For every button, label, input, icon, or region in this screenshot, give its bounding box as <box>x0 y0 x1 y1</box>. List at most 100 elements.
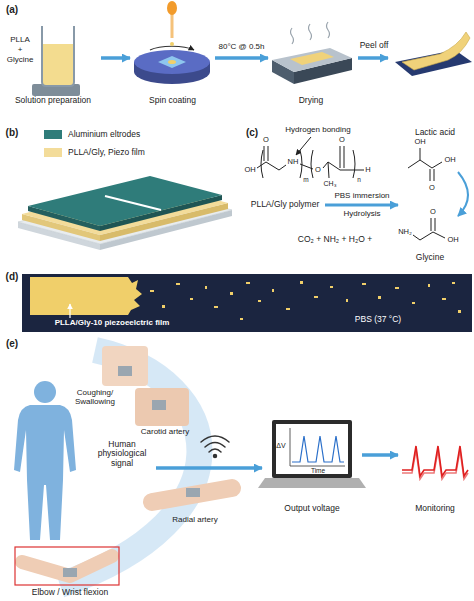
beaker-wall <box>42 26 74 86</box>
illustration-node: Solution preparation <box>5 20 101 110</box>
screen-frame <box>272 420 352 478</box>
sensor <box>63 568 77 577</box>
label-text: O <box>339 136 345 144</box>
fragment <box>378 296 381 299</box>
fragment <box>230 292 233 295</box>
coater-disk <box>134 50 210 74</box>
keyboard-base <box>258 478 366 488</box>
bond <box>430 169 431 181</box>
process-arrow <box>156 466 262 470</box>
label-text: Hydrolysis <box>344 210 381 219</box>
bracket <box>261 150 263 178</box>
solution <box>43 44 73 85</box>
hotplate <box>272 22 352 84</box>
label-text: Glycine <box>416 253 444 262</box>
fragment <box>286 308 290 310</box>
label-text: (c) <box>246 127 258 138</box>
bracket <box>353 150 355 178</box>
dot <box>214 455 217 458</box>
voltage-trace <box>292 436 344 462</box>
bond <box>340 170 364 171</box>
label-text: OH <box>414 138 425 146</box>
axes <box>290 428 345 466</box>
lactic-acid-structure <box>408 148 442 181</box>
label-text: Carotid artery <box>141 428 189 437</box>
laptop <box>258 420 366 488</box>
label-text: Peel off <box>360 41 389 50</box>
bond <box>264 146 265 161</box>
fragment <box>314 296 318 298</box>
bracket <box>300 150 302 178</box>
fragment <box>452 282 455 284</box>
node-caption: Spin coating <box>130 96 215 105</box>
process-arrow <box>362 453 398 457</box>
process-arrow <box>101 56 130 60</box>
label-text: OH <box>244 166 255 174</box>
film-fragments <box>150 281 461 320</box>
degradation-scene <box>22 274 472 332</box>
legend-swatch <box>44 148 62 157</box>
bond <box>268 146 269 161</box>
label-text: Time <box>311 467 325 474</box>
fragment <box>205 286 207 289</box>
wrist-photo <box>152 488 232 502</box>
label-text: O <box>429 184 435 192</box>
reaction-arrow <box>325 204 398 207</box>
sensor <box>186 488 200 497</box>
film <box>30 277 142 315</box>
monitor-trace <box>402 446 468 479</box>
curved-arrow <box>458 172 468 216</box>
fragment <box>258 300 261 302</box>
legend-text: Aluminium eltrodes <box>68 130 140 139</box>
spin-coater <box>134 1 210 84</box>
bond <box>413 232 445 240</box>
label-text: PBS immersion <box>334 192 389 201</box>
wireless-symbol <box>201 436 229 458</box>
fragment <box>362 283 366 285</box>
label-text: NH <box>288 158 299 166</box>
label-text: (a) <box>6 4 18 15</box>
elbow-photo <box>15 547 119 585</box>
peeled-film <box>395 32 472 76</box>
illustration-node: Monitoring <box>398 414 472 518</box>
fragment <box>272 289 274 292</box>
arm <box>152 488 232 502</box>
label-text: (e) <box>6 338 18 349</box>
fragment <box>442 298 446 300</box>
bond <box>323 162 328 168</box>
label-text: OH <box>444 156 455 164</box>
human-silhouette <box>14 381 76 540</box>
pbs-band <box>22 274 472 332</box>
label-text: NH₂ <box>398 228 412 236</box>
fragment <box>176 283 180 285</box>
process-arrow <box>358 56 388 60</box>
label-text: PLLA <box>10 36 30 45</box>
arm <box>22 556 112 576</box>
trace <box>402 450 468 479</box>
node-caption: Human physiological signal <box>94 440 150 468</box>
sensor <box>118 366 132 376</box>
bond <box>279 165 286 170</box>
bond <box>420 148 421 160</box>
label-text: Elbow / Wrist flexion <box>32 588 108 597</box>
label-text: Radial artery <box>172 516 217 525</box>
polymer-structure <box>257 137 364 178</box>
illustration-node: Spin coating <box>130 2 215 110</box>
bond <box>328 162 329 178</box>
glycine-structure <box>413 218 445 240</box>
drop <box>170 42 174 46</box>
heat-waves <box>291 22 330 44</box>
throat-photo <box>102 346 148 386</box>
label-text: m <box>303 176 308 183</box>
legend-swatch <box>44 130 62 139</box>
edge-label: 80°C @ 0.5h <box>218 43 264 52</box>
node-caption: Monitoring <box>398 504 472 513</box>
skin <box>102 346 148 386</box>
bond <box>344 146 345 168</box>
leader-arrow <box>296 137 311 155</box>
label-text: Lactic acid <box>415 128 455 137</box>
label-text: O <box>315 166 321 174</box>
fragment <box>190 298 193 300</box>
